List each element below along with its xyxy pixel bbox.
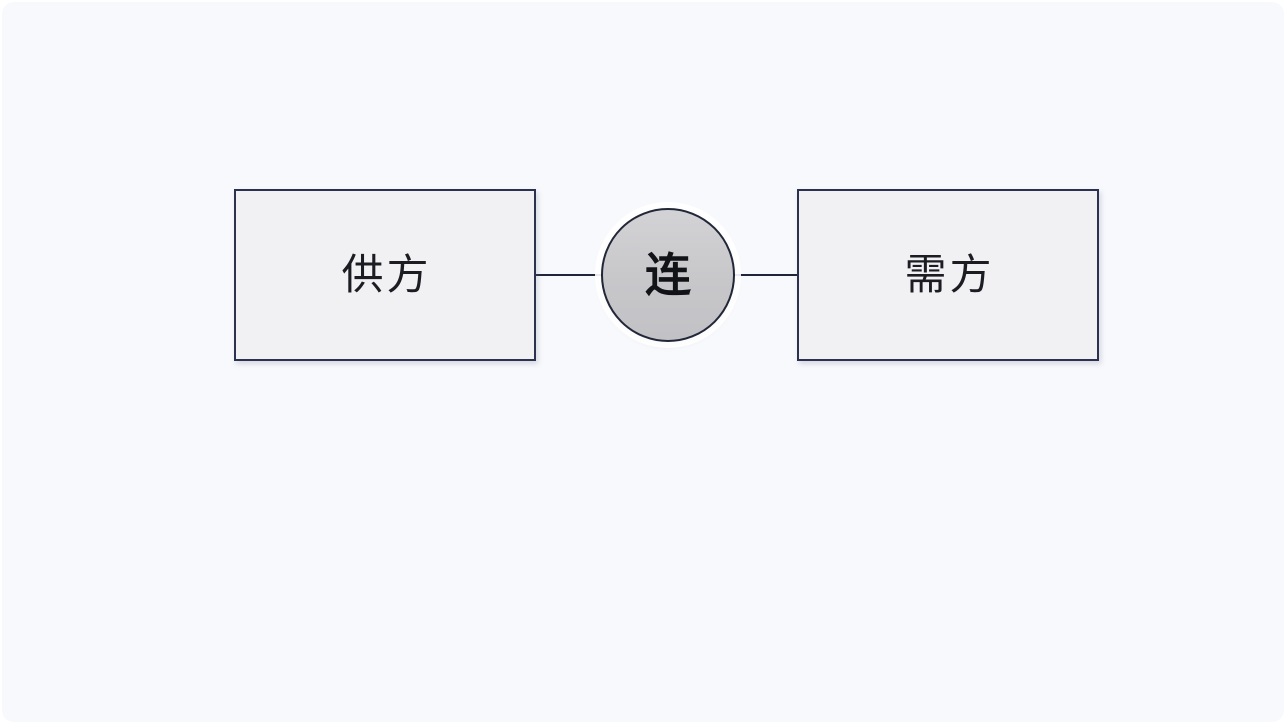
connector-line-supplier	[535, 274, 603, 276]
connector-label: 连	[645, 249, 691, 301]
demander-node: 需方	[797, 189, 1099, 361]
supplier-node: 供方	[234, 189, 536, 361]
connector-line-demander	[733, 274, 799, 276]
connector-node: 连	[601, 208, 735, 342]
supplier-label: 供方	[341, 251, 432, 298]
demander-label: 需方	[904, 251, 995, 298]
